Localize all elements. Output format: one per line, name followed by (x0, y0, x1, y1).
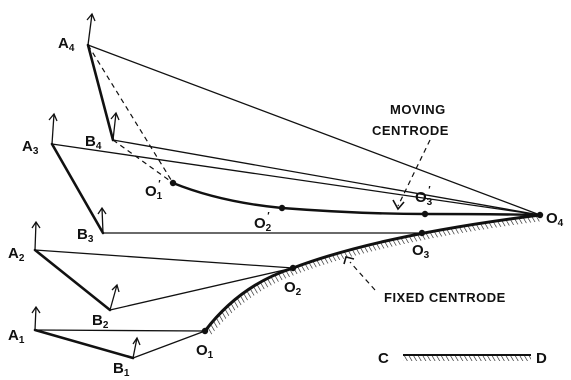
label-b4: B4 (85, 133, 102, 152)
line-a2-o2 (34, 249, 294, 269)
bar-a3-b3 (50, 142, 105, 235)
caption-labels: MOVING CENTRODE FIXED CENTRODE C D (372, 102, 547, 367)
bar-a1-b1 (33, 328, 135, 360)
label-d: D (536, 350, 547, 367)
cd-hatch (403, 355, 531, 361)
dot-o4 (536, 211, 544, 219)
label-o2p: O2′ (254, 211, 272, 234)
arrow-b2 (109, 283, 120, 311)
bar-a4-b4 (86, 43, 115, 142)
line-b1-o1 (132, 330, 206, 359)
dot-o2p (278, 204, 286, 212)
moving-centrode-pointer (397, 139, 431, 207)
label-a2: A2 (8, 245, 25, 264)
label-o3: O3 (412, 242, 430, 261)
label-b3: B3 (77, 226, 94, 245)
centre-dots (169, 179, 544, 335)
cd-surface (403, 354, 531, 361)
bar-a2-b2 (33, 248, 112, 312)
link-bars (33, 43, 135, 360)
fixed-centrode-pointer-head (343, 256, 355, 265)
label-o4: O4 (546, 210, 564, 229)
label-a3: A3 (22, 138, 39, 157)
arrow-b1 (132, 336, 141, 359)
dot-o3 (418, 229, 426, 237)
moving-centrode-label-line1: MOVING (390, 102, 446, 117)
dot-o2 (289, 264, 297, 272)
line-b2-o2 (109, 267, 294, 311)
moving-centrode-label-line2: CENTRODE (372, 123, 449, 138)
arrow-a2 (31, 220, 41, 251)
point-labels: A4 B4 A3 B3 A2 B2 A1 B1 O1′ O2′ O3′ O4 O… (8, 35, 564, 379)
label-b2: B2 (92, 312, 109, 331)
moving-centrode-pointer-head (392, 199, 405, 211)
line-a4-o4 (87, 44, 541, 216)
construction-lines (34, 44, 541, 359)
velocity-arrows (31, 12, 141, 359)
label-a1: A1 (8, 327, 25, 346)
dashed-a4-o1p (87, 44, 174, 184)
label-o2: O2 (284, 279, 302, 298)
arrow-b4 (110, 111, 120, 141)
dot-o1p (169, 179, 177, 187)
dashed-lines (87, 44, 174, 184)
line-b4-o4 (112, 139, 541, 216)
moving-centrode-curve (171, 181, 542, 217)
dashed-b4-o1p (112, 139, 174, 184)
dot-o1 (201, 327, 209, 335)
arrow-a3 (48, 112, 58, 145)
dot-o3p (421, 210, 429, 218)
fixed-centrode-curve (203, 213, 542, 333)
label-o1p: O1′ (145, 179, 163, 202)
line-a3-o4 (51, 143, 541, 216)
arrow-b3 (97, 206, 107, 234)
label-c: C (378, 350, 389, 367)
arrow-a1 (31, 305, 41, 331)
fixed-centrode-label: FIXED CENTRODE (384, 290, 506, 305)
label-o1: O1 (196, 342, 214, 361)
arrow-a4 (86, 12, 96, 46)
label-pointers (343, 139, 431, 291)
fixed-centrode (203, 213, 543, 335)
line-a1-o1 (34, 329, 206, 332)
label-o3p: O3′ (415, 185, 433, 208)
fixed-centrode-pointer (349, 261, 376, 291)
label-b1: B1 (113, 360, 130, 379)
label-a4: A4 (58, 35, 75, 54)
